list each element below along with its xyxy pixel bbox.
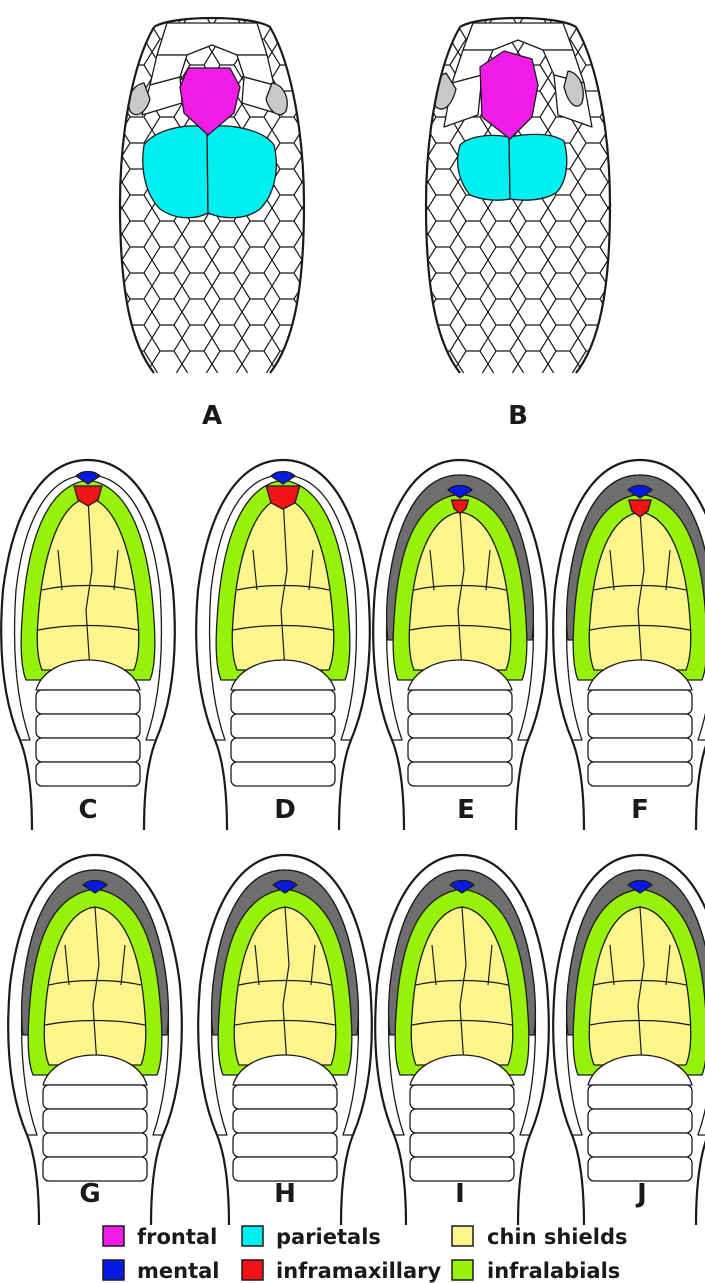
panel-label-I: I (455, 1179, 465, 1209)
panel-E (360, 450, 560, 850)
ventral-plate (588, 1085, 692, 1109)
panel-label-J: J (635, 1179, 647, 1209)
ventral-plate (231, 762, 335, 786)
legend-swatch-infralabials (452, 1260, 473, 1280)
ventral-plate (588, 690, 692, 714)
ventral-plate (43, 1157, 147, 1181)
ventral-plate (408, 690, 512, 714)
ventral-plate (36, 714, 140, 738)
legend-item-infralabials: infralabials (452, 1259, 620, 1283)
panel-label-H: H (274, 1179, 296, 1209)
ventral-plate (588, 1157, 692, 1181)
ventral-plate (43, 1085, 147, 1109)
ventral-plate (233, 1133, 337, 1157)
panel-label-B: B (508, 401, 528, 431)
ventral-plate (233, 1157, 337, 1181)
legend-item-mental: mental (103, 1259, 219, 1283)
legend-label-infralabials: infralabials (487, 1259, 620, 1283)
legend-label-frontal: frontal (137, 1225, 217, 1249)
ventral-plate (231, 690, 335, 714)
ventral-plate (408, 762, 512, 786)
panel-B (418, 5, 618, 385)
panel-F (540, 450, 705, 850)
panel-label-G: G (79, 1179, 100, 1209)
legend-item-inframaxillary: inframaxillary (242, 1259, 442, 1283)
legend-label-parietals: parietals (276, 1225, 381, 1249)
ventral-plate (43, 1109, 147, 1133)
legend-label-mental: mental (137, 1259, 219, 1283)
ventral-plate (408, 714, 512, 738)
legend-swatch-chin-shields (452, 1226, 473, 1246)
ventral-plate (410, 1157, 514, 1181)
legend-swatch-mental (103, 1260, 124, 1280)
legend-label-inframaxillary: inframaxillary (276, 1259, 442, 1283)
ventral-plate (588, 762, 692, 786)
ventral-plate (233, 1109, 337, 1133)
ventral-plate (588, 1133, 692, 1157)
panel-J (540, 845, 705, 1245)
panel-label-D: D (274, 795, 296, 825)
parietal-right (509, 134, 567, 200)
ventral-plate (410, 1085, 514, 1109)
panel-label-A: A (202, 401, 222, 431)
ventral-plate (233, 1085, 337, 1109)
panel-label-E: E (457, 795, 475, 825)
panel-A (112, 5, 312, 385)
panel-D (183, 450, 383, 850)
legend-swatch-parietals (242, 1226, 263, 1246)
panel-label-C: C (78, 795, 97, 825)
panel-label-F: F (631, 795, 649, 825)
panel-C (0, 450, 188, 850)
legend-swatch-inframaxillary (242, 1260, 263, 1280)
ventral-plate (588, 1109, 692, 1133)
legend-swatch-frontal (103, 1226, 124, 1246)
ventral-plate (588, 738, 692, 762)
ventral-plate (410, 1109, 514, 1133)
ventral-plate (410, 1133, 514, 1157)
ventral-plate (588, 714, 692, 738)
ventral-plate (36, 690, 140, 714)
legend: frontal parietals chin shields mental in… (103, 1225, 627, 1283)
legend-label-chin-shields: chin shields (487, 1225, 627, 1249)
ventral-plate (43, 1133, 147, 1157)
legend-item-chin-shields: chin shields (452, 1225, 627, 1249)
legend-item-parietals: parietals (242, 1225, 381, 1249)
ventral-plate (408, 738, 512, 762)
legend-item-frontal: frontal (103, 1225, 217, 1249)
ventral-plate (36, 762, 140, 786)
ventral-plate (36, 738, 140, 762)
ventral-plate (231, 738, 335, 762)
ventral-plate (231, 714, 335, 738)
